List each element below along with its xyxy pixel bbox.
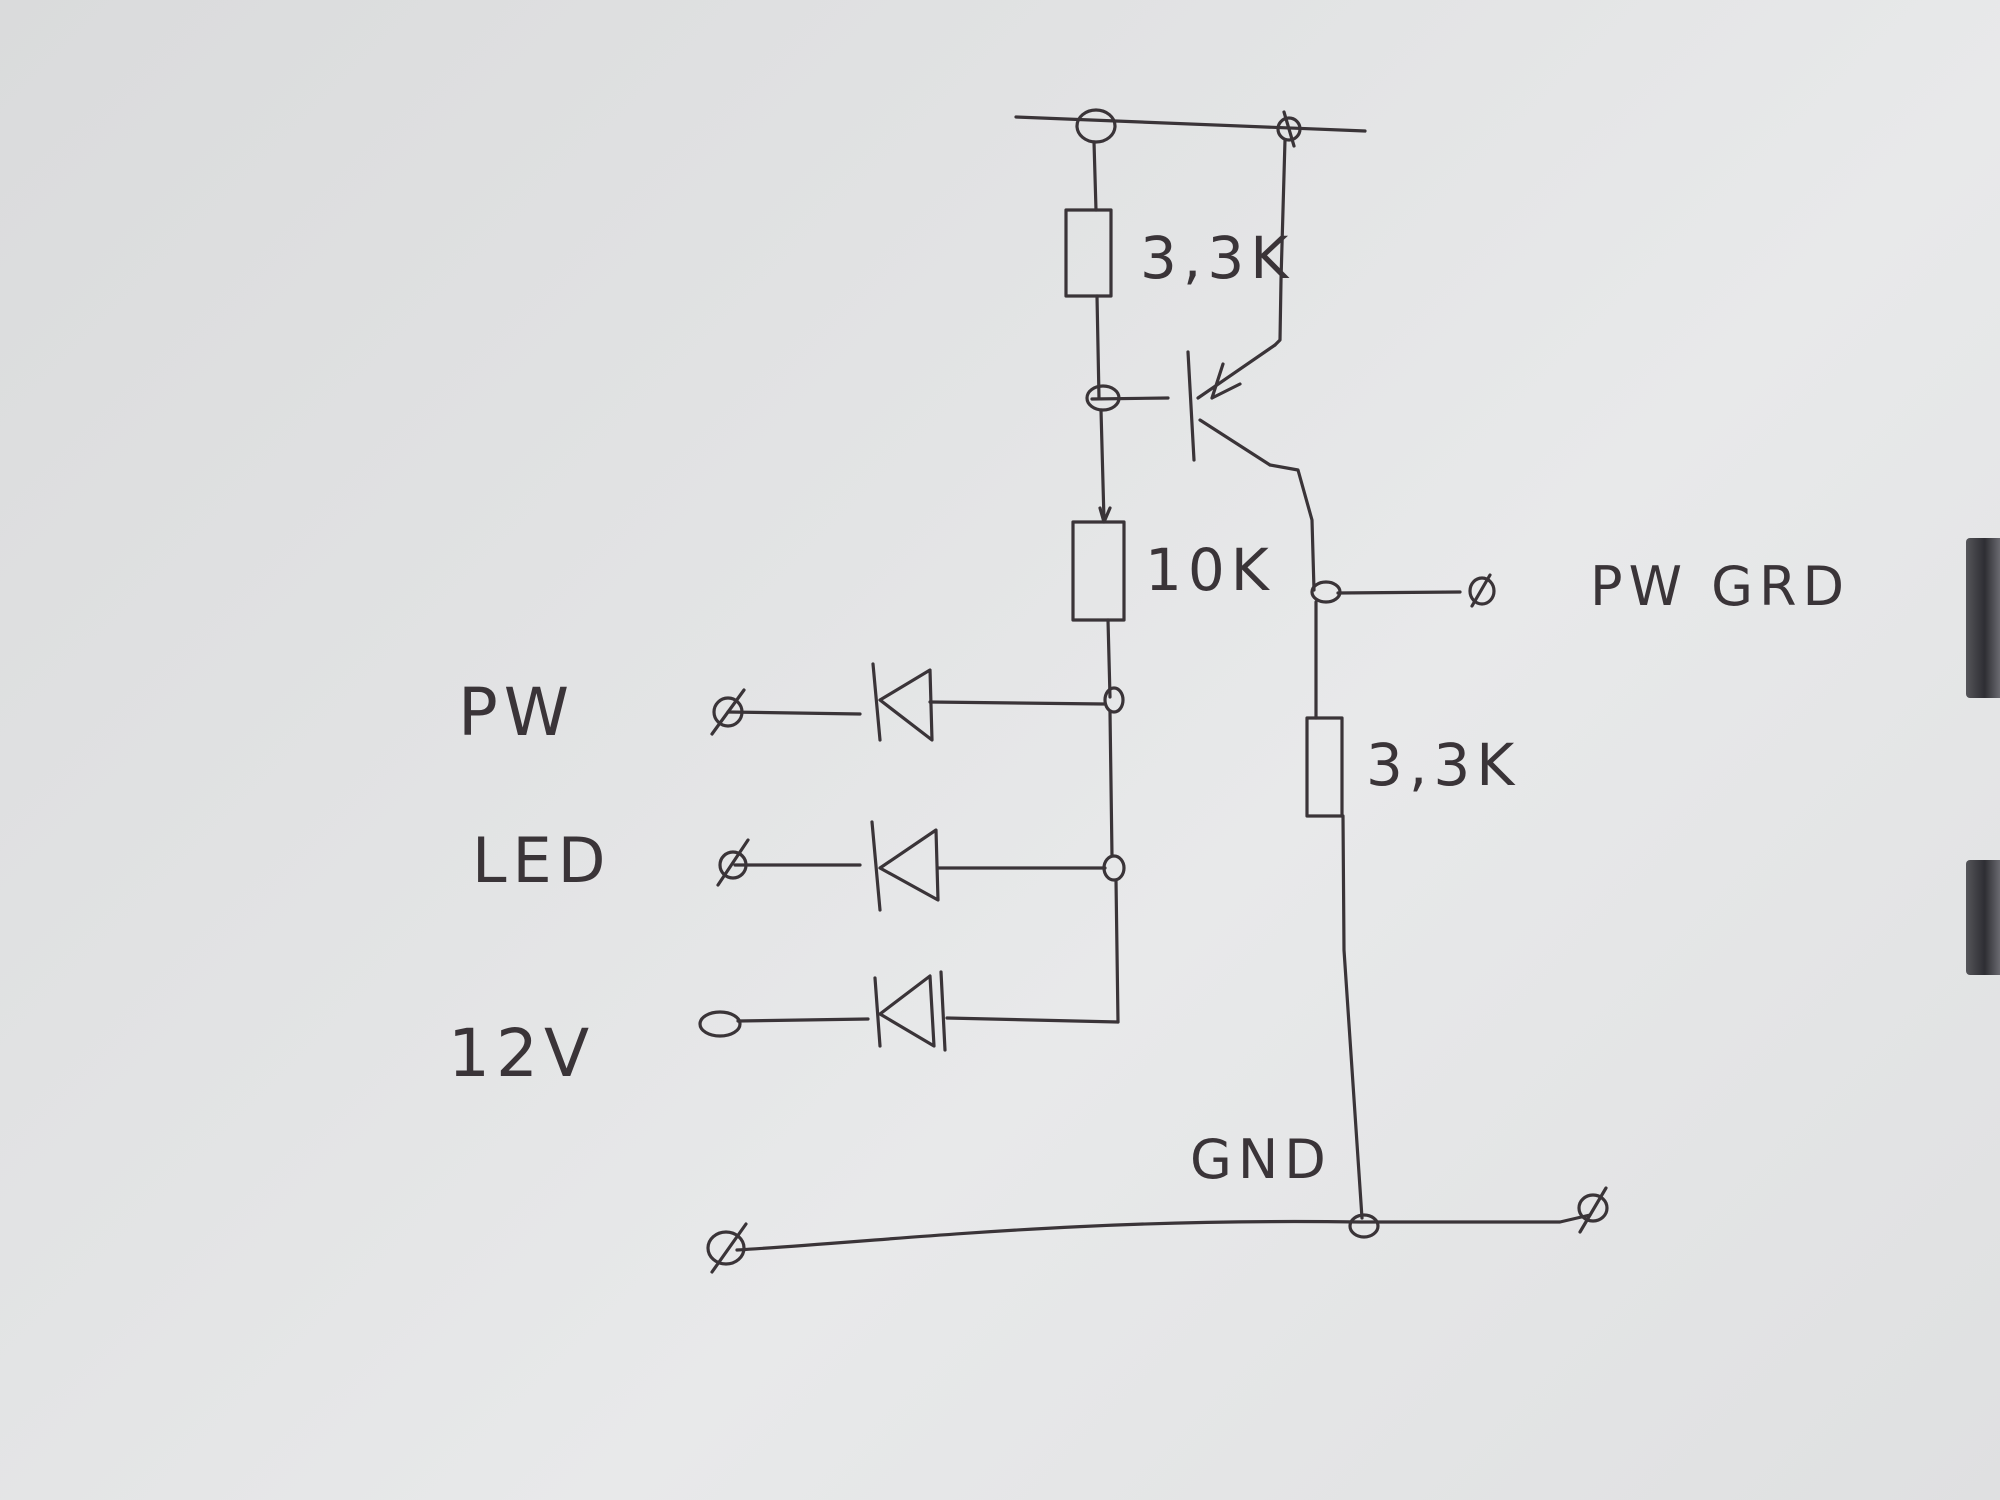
wire-collector-to-output — [1268, 463, 1316, 592]
wire-resistor-to-base-node — [1095, 294, 1101, 400]
pw-grd-terminal — [1468, 576, 1496, 606]
wire-12v-to-diode — [736, 1017, 870, 1023]
led-terminal-slash — [716, 838, 750, 887]
wire-base-node-to-10k — [1099, 408, 1106, 522]
resistor-3-3k-right — [1305, 716, 1344, 818]
gnd-node — [1348, 1213, 1380, 1239]
gnd-right-terminal — [1577, 1193, 1609, 1223]
transistor-emitter-arrow — [1210, 362, 1242, 400]
label-led: LED — [472, 824, 611, 897]
pw-terminal-slash — [710, 688, 746, 736]
gnd-left-terminal — [706, 1230, 746, 1266]
wire-emitter-to-top-rail — [1273, 138, 1287, 347]
wire-12v-bus — [945, 1016, 1120, 1024]
diode-pw — [871, 662, 934, 742]
wire-base-node-to-transistor — [1090, 396, 1170, 401]
binder-clip-upper — [1966, 538, 2000, 698]
diode-led — [870, 820, 940, 912]
12v-terminal — [698, 1010, 742, 1038]
diode-bus-vertical — [1108, 710, 1120, 1024]
pw-grd-terminal-slash — [1470, 573, 1492, 608]
label-12v: 12V — [448, 1015, 595, 1092]
wire-top-to-resistor — [1092, 140, 1098, 212]
led-terminal — [718, 850, 748, 880]
gnd-right-terminal-slash — [1578, 1186, 1608, 1234]
wire-pw-to-diode — [726, 710, 862, 716]
top-rail-wire — [1014, 115, 1367, 133]
wire-right-resistor-to-gnd — [1341, 814, 1364, 1220]
gnd-left-terminal-slash — [710, 1222, 748, 1274]
diode-12v — [873, 970, 947, 1052]
label-pw-grd: PW GRD — [1590, 555, 1850, 618]
wire-10k-to-diode-bus — [1106, 618, 1112, 699]
gnd-rail-wire — [735, 1213, 1592, 1252]
diode-bus-node-pw — [1103, 686, 1125, 714]
resistor-10k — [1071, 520, 1126, 622]
wire-pw-diode-to-bus — [928, 700, 1106, 706]
label-pw: PW — [458, 674, 575, 751]
label-resistor-3-3k-right: 3,3K — [1366, 731, 1520, 799]
binder-clip-lower — [1966, 860, 2000, 975]
pw-terminal — [712, 696, 744, 728]
label-gnd: GND — [1190, 1128, 1332, 1191]
top-right-terminal — [1276, 116, 1302, 142]
diode-bus-node-led — [1102, 854, 1126, 882]
wire-output-to-pw-grd — [1336, 590, 1462, 595]
label-resistor-3-3k-top: 3,3K — [1140, 224, 1294, 292]
label-resistor-10k: 10K — [1145, 536, 1275, 604]
transistor-base-bar — [1186, 350, 1196, 462]
transistor-collector-lead — [1198, 418, 1272, 467]
output-node — [1310, 580, 1342, 604]
resistor-3-3k-top — [1064, 208, 1113, 298]
top-right-terminal-slash — [1282, 110, 1296, 148]
transistor-emitter-lead — [1196, 343, 1277, 400]
top-left-terminal — [1075, 108, 1117, 144]
